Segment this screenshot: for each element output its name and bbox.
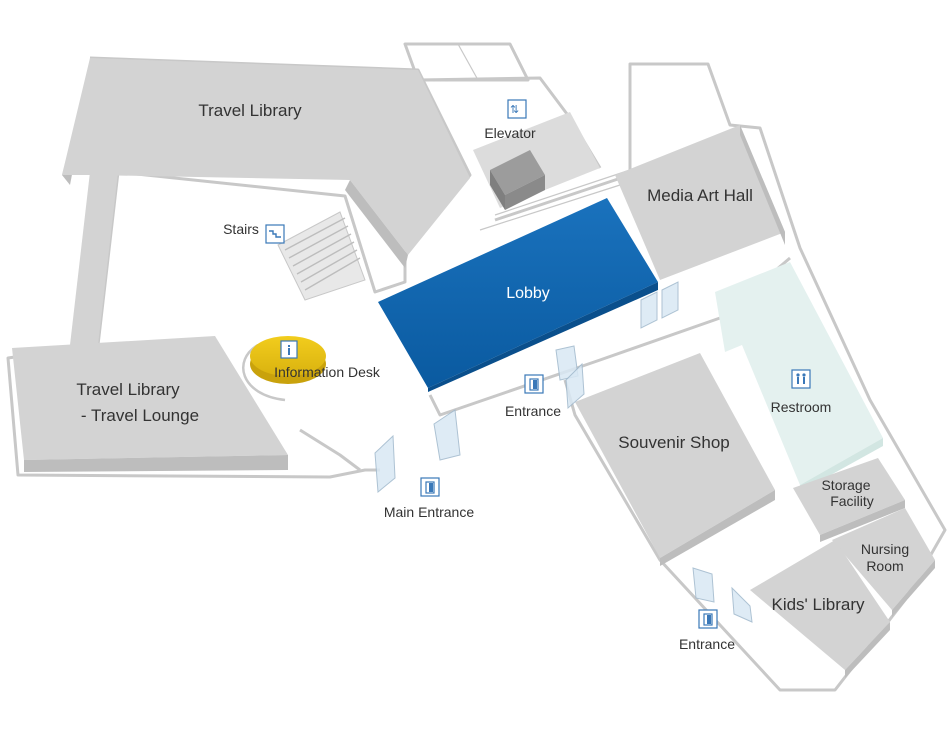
door-icon (524, 374, 544, 394)
stairs-icon (265, 224, 285, 244)
stairs-block[interactable]: Stairs (223, 211, 366, 301)
information-desk-label: Information Desk (274, 364, 381, 380)
room-media-art-hall[interactable]: Media Art Hall (615, 125, 785, 280)
room-travel-library-connector (70, 172, 118, 345)
room-travel-library[interactable]: Travel Library (62, 58, 470, 268)
door-icon (420, 477, 440, 497)
svg-text:⇅: ⇅ (510, 103, 519, 116)
lobby-label: Lobby (506, 285, 550, 302)
main-entrance-label: Main Entrance (384, 504, 474, 520)
room-lobby[interactable]: Lobby (378, 198, 658, 392)
entrance-center-label: Entrance (505, 403, 561, 419)
stairs-label: Stairs (223, 221, 259, 237)
travel-lounge-label-line1: Travel Library (76, 380, 180, 399)
information-desk[interactable]: Information Desk (242, 336, 381, 402)
travel-library-label: Travel Library (198, 101, 302, 120)
restroom-icon (791, 369, 811, 389)
nursing-label-line2: Room (866, 558, 903, 574)
room-souvenir-shop[interactable]: Souvenir Shop (575, 353, 775, 566)
room-nursing-room[interactable]: Nursing Room (832, 508, 935, 617)
glass-doors (374, 281, 753, 623)
information-icon (280, 340, 298, 359)
main-entrance[interactable]: Main Entrance (384, 477, 474, 520)
nursing-label-line1: Nursing (861, 541, 909, 557)
elevator-label: Elevator (484, 125, 536, 141)
travel-lounge-label-line2: - Travel Lounge (81, 406, 199, 425)
kids-library-label: Kids' Library (771, 595, 865, 614)
entrance-bottom-label: Entrance (679, 636, 735, 652)
storage-label-line2: Facility (830, 493, 874, 509)
restroom-label: Restroom (771, 399, 832, 415)
elevator-block[interactable]: ⇅ Elevator (473, 99, 600, 210)
storage-label-line1: Storage (821, 477, 870, 493)
entrance-bottom[interactable]: Entrance (679, 609, 735, 652)
room-storage-facility[interactable]: Storage Facility (793, 458, 905, 542)
room-travel-lounge[interactable]: Travel Library - Travel Lounge (12, 336, 288, 472)
entrance-center[interactable]: Entrance (505, 374, 561, 419)
door-icon (698, 609, 718, 629)
souvenir-shop-label: Souvenir Shop (618, 433, 730, 452)
media-art-hall-label: Media Art Hall (647, 186, 753, 205)
room-kids-library[interactable]: Kids' Library (750, 540, 890, 678)
elevator-icon: ⇅ (507, 99, 527, 119)
